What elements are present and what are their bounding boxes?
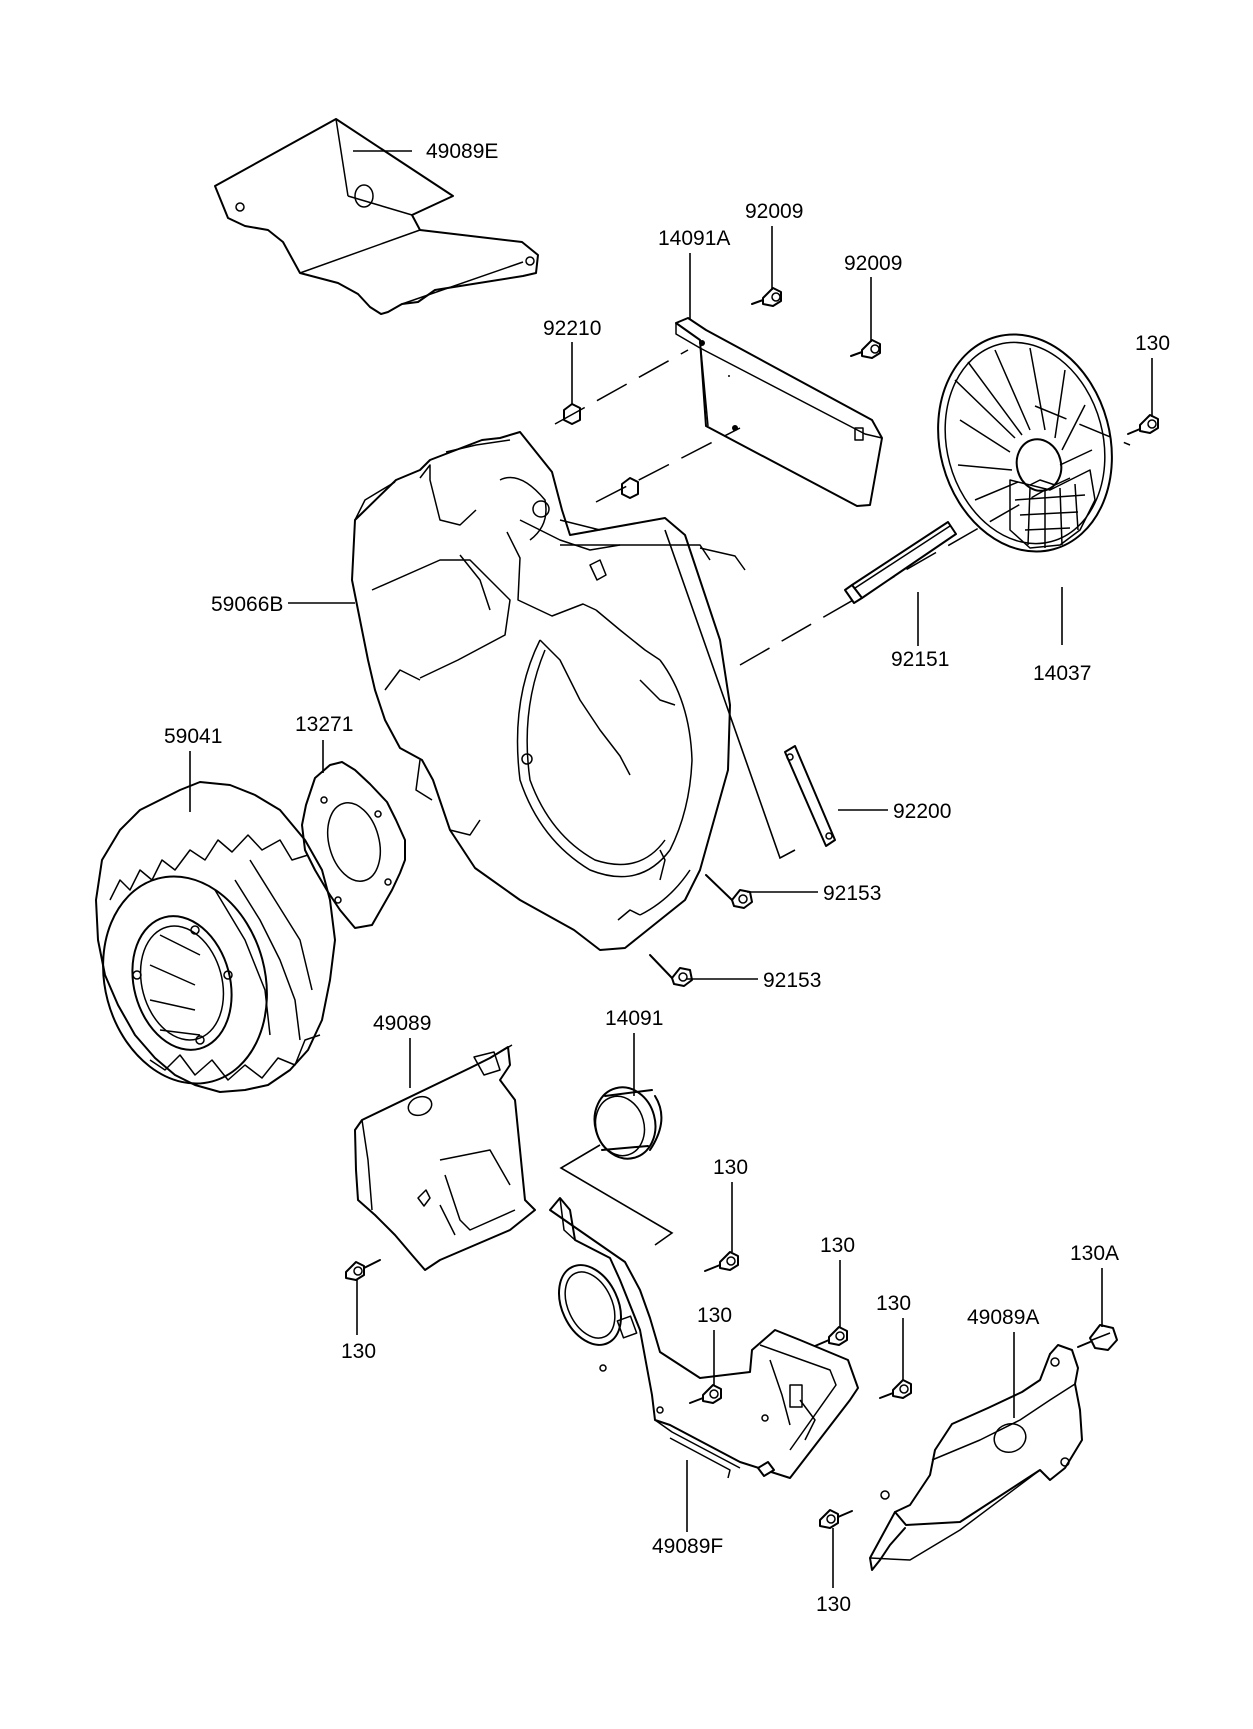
label-92200: 92200 (893, 800, 951, 823)
label-92009-upper: 92009 (745, 200, 803, 223)
part-14037-screen (937, 333, 1113, 553)
part-14091-collar (593, 1086, 663, 1160)
bolt-130-screen (1127, 414, 1159, 435)
label-92009-lower: 92009 (844, 252, 902, 275)
part-13271-plate (301, 761, 406, 929)
alignment-lines (554, 349, 1131, 666)
label-14091A: 14091A (658, 227, 730, 250)
label-130-plate-b: 130 (697, 1304, 732, 1327)
label-59066B: 59066B (211, 593, 283, 616)
clip-92210 (563, 403, 639, 499)
bolt-92153-lower (649, 954, 693, 987)
bolt-92009-upper (751, 287, 782, 307)
bolt-92153-upper (705, 874, 753, 909)
label-130-bottom: 130 (816, 1593, 851, 1616)
part-49089-baffle (354, 1044, 536, 1271)
part-59066B-fan-housing (351, 431, 746, 951)
bolt-130-plate-c (814, 1326, 848, 1347)
connector-14091 (559, 1144, 674, 1246)
connector-92200 (664, 529, 796, 860)
label-49089E: 49089E (426, 140, 498, 163)
label-130A: 130A (1070, 1242, 1119, 1265)
leader-lines (189, 150, 1153, 1588)
part-49089E-cover-plate (214, 118, 539, 315)
part-49089A-cover (869, 1344, 1083, 1571)
label-130-screen: 130 (1135, 332, 1170, 355)
bolt-130-plate-b (689, 1384, 722, 1404)
label-49089A: 49089A (967, 1306, 1039, 1329)
label-13271: 13271 (295, 713, 353, 736)
label-59041: 59041 (164, 725, 222, 748)
bolt-130-plate-a (704, 1251, 739, 1272)
bolt-130-bottom (819, 1509, 853, 1529)
part-labels: 49089E 92009 14091A 92009 92210 130 5906… (164, 140, 1170, 1616)
label-130-plate-c: 130 (820, 1234, 855, 1257)
label-49089: 49089 (373, 1012, 431, 1035)
label-92151: 92151 (891, 648, 949, 671)
label-92153-upper: 92153 (823, 882, 881, 905)
part-92200-stay (784, 745, 836, 847)
label-130-plate-d: 130 (876, 1292, 911, 1315)
part-59041-flywheel-fan (95, 781, 336, 1093)
bolt-130-plate-d (879, 1379, 912, 1399)
bolt-92009-lower (850, 339, 881, 359)
part-14091A-plate (675, 317, 883, 507)
label-92153-lower: 92153 (763, 969, 821, 992)
part-49089F-plate (549, 1197, 859, 1479)
label-14091: 14091 (605, 1007, 663, 1030)
label-130-left: 130 (341, 1340, 376, 1363)
label-130-collar: 130 (713, 1156, 748, 1179)
bolt-130-left (345, 1259, 381, 1281)
label-14037: 14037 (1033, 662, 1091, 685)
nut-130A (1077, 1324, 1118, 1351)
label-49089F: 49089F (652, 1535, 723, 1558)
part-92151-stud (844, 521, 957, 604)
label-92210: 92210 (543, 317, 601, 340)
